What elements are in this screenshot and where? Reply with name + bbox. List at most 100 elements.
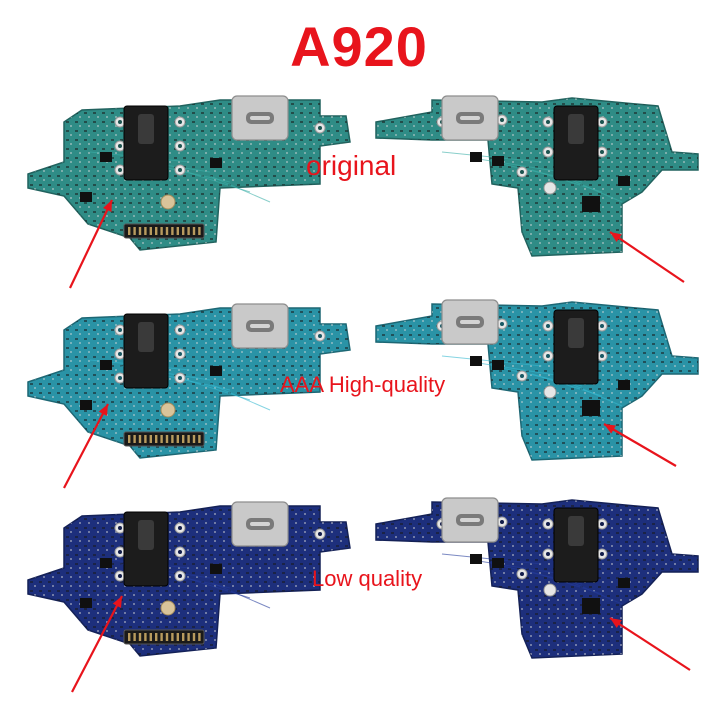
annotation-arrowhead: [112, 596, 122, 608]
mounting-hole-center: [600, 522, 604, 526]
connector-pin: [138, 633, 142, 641]
mounting-hole-center: [118, 352, 122, 356]
mounting-hole-center: [600, 354, 604, 358]
connector-pin: [128, 435, 131, 443]
connector-pin: [187, 435, 190, 443]
connector-pin: [171, 435, 174, 443]
ic-chip: [582, 400, 600, 416]
headphone-jack-socket: [568, 114, 584, 144]
mounting-hole-center: [500, 118, 504, 122]
pcb-trace: [209, 581, 271, 609]
connector-pin: [160, 633, 163, 641]
low-quality-label: Low quality: [312, 566, 423, 591]
ic-chip: [80, 400, 92, 410]
ground-pad: [160, 402, 176, 418]
connector-pin: [187, 227, 190, 235]
usb-c-tongue: [250, 116, 270, 120]
ic-chip: [100, 152, 112, 162]
mounting-hole-center: [178, 550, 182, 554]
headphone-jack-socket: [568, 318, 584, 348]
ground-pad: [160, 194, 176, 210]
ground-pad: [543, 385, 557, 399]
mounting-hole-center: [178, 168, 182, 172]
mounting-hole-center: [118, 168, 122, 172]
ic-chip: [470, 152, 482, 162]
mounting-hole-center: [600, 150, 604, 154]
connector-pin: [182, 633, 185, 641]
usb-c-tongue: [250, 324, 270, 328]
mounting-hole-center: [118, 144, 122, 148]
ic-chip: [80, 192, 92, 202]
pcb-board-aaa-right: [375, 299, 699, 461]
ic-chip: [210, 366, 222, 376]
mounting-hole-center: [118, 328, 122, 332]
pcb-board-low-right: [375, 497, 699, 659]
headphone-jack-socket: [138, 114, 154, 144]
connector-pin: [155, 227, 158, 235]
connector-pin: [192, 435, 196, 443]
ic-chip: [582, 196, 600, 212]
connector-pin: [133, 227, 136, 235]
pcb-trace: [209, 383, 271, 411]
connector-pin: [198, 435, 201, 443]
ic-chip: [582, 598, 600, 614]
mounting-hole-center: [178, 120, 182, 124]
mounting-hole-center: [118, 550, 122, 554]
mounting-hole-center: [178, 352, 182, 356]
connector-pin: [144, 227, 147, 235]
usb-c-tongue: [460, 116, 480, 120]
connector-pin: [128, 227, 131, 235]
connector-pin: [138, 227, 142, 235]
connector-pin: [133, 435, 136, 443]
usb-c-tongue: [250, 522, 270, 526]
pcb-components: [376, 98, 698, 256]
annotation-arrow: [609, 231, 685, 283]
mounting-hole-center: [600, 552, 604, 556]
mounting-hole-center: [118, 376, 122, 380]
connector-pin: [165, 227, 169, 235]
mounting-hole-center: [546, 354, 550, 358]
ic-chip: [492, 558, 504, 568]
annotation-arrowhead: [103, 200, 112, 212]
connector-pin: [192, 633, 196, 641]
flex-connector: [123, 223, 205, 239]
mounting-hole-center: [500, 322, 504, 326]
pcb-trace: [209, 175, 271, 203]
connector-pin: [149, 435, 152, 443]
mounting-hole-center: [178, 526, 182, 530]
ic-chip: [100, 558, 112, 568]
pcb-components: [376, 500, 698, 658]
ic-chip: [470, 356, 482, 366]
pcb-trace: [471, 559, 563, 575]
ground-pad: [543, 583, 557, 597]
annotation-arrow: [71, 595, 123, 693]
pcb-trace: [471, 361, 563, 377]
aaa-quality-label: AAA High-quality: [280, 372, 446, 397]
annotation-arrowhead: [604, 424, 616, 434]
mounting-hole-center: [546, 150, 550, 154]
mounting-hole-center: [318, 334, 322, 338]
headphone-jack-socket: [138, 520, 154, 550]
connector-pin: [198, 227, 201, 235]
ic-chip: [470, 554, 482, 564]
connector-pin: [182, 227, 185, 235]
original-label: original: [306, 150, 397, 181]
connector-pin: [155, 633, 158, 641]
connector-pin: [144, 633, 147, 641]
ic-chip: [618, 578, 630, 588]
mounting-hole-center: [178, 144, 182, 148]
mounting-hole-center: [520, 374, 524, 378]
ic-chip: [100, 360, 112, 370]
connector-pin: [187, 633, 190, 641]
ic-chip: [80, 598, 92, 608]
pcb-board-low-left: [27, 501, 351, 657]
ic-chip: [210, 158, 222, 168]
connector-pin: [149, 227, 152, 235]
ground-pad: [543, 181, 557, 195]
mounting-hole-center: [178, 328, 182, 332]
connector-pin: [160, 227, 163, 235]
annotation-arrowhead: [98, 404, 108, 416]
flex-connector: [123, 431, 205, 447]
pcb-board-aaa-left: [27, 303, 351, 459]
